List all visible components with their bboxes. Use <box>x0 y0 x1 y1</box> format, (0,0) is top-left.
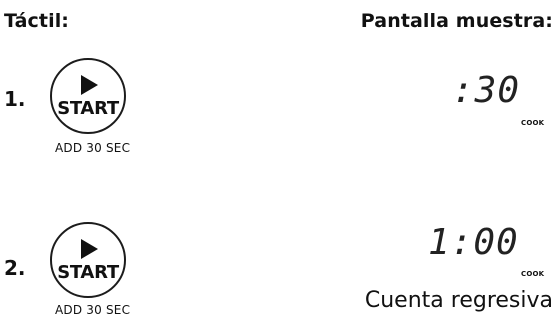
start-button-label: START <box>57 98 119 119</box>
step-number: 1. <box>4 87 26 111</box>
play-icon <box>81 75 98 95</box>
play-icon <box>81 239 98 259</box>
start-button[interactable]: START <box>50 222 126 298</box>
step-number: 2. <box>4 256 26 280</box>
touch-heading: Táctil: <box>4 10 70 32</box>
countdown-label: Cuenta regresiva <box>364 288 553 313</box>
button-caption: ADD 30 SEC <box>55 141 131 155</box>
display-heading: Pantalla muestra: <box>360 10 553 32</box>
display-readout: 1:00 <box>428 222 519 263</box>
start-button-label: START <box>57 262 119 283</box>
cook-indicator: COOK <box>521 270 545 278</box>
start-button[interactable]: START <box>50 58 126 134</box>
button-caption: ADD 30 SEC <box>55 303 131 317</box>
display-readout: :30 <box>452 70 521 111</box>
cook-indicator: COOK <box>521 119 545 127</box>
